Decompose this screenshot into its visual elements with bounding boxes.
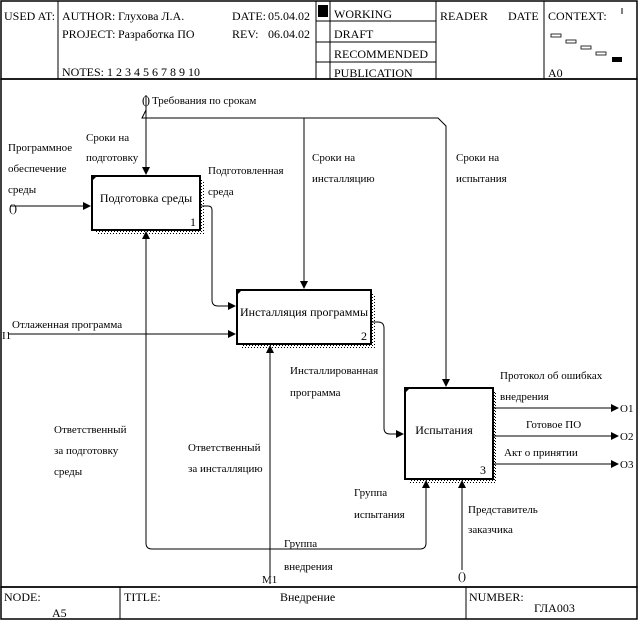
status-working: WORKING xyxy=(334,7,392,21)
label-installed-2: программа xyxy=(290,387,341,399)
icom-o1: O1 xyxy=(620,403,633,415)
box-2-title: Инсталляция программы xyxy=(240,305,368,319)
label-time-test-1: Сроки на xyxy=(456,152,499,164)
label-test-group-2: испытания xyxy=(354,509,405,521)
label-time-test-2: испытания xyxy=(456,173,507,185)
tunnel-icon: () xyxy=(458,569,466,583)
box-3-number: 3 xyxy=(480,463,486,477)
number-label: NUMBER: xyxy=(469,590,524,604)
box-3-title: Испытания xyxy=(415,423,473,437)
arrow-prepared-env xyxy=(200,205,236,310)
label-prepared-env-2: среда xyxy=(208,186,234,198)
author-label: AUTHOR: xyxy=(62,9,115,23)
label-protocol-1: Протокол об ошибках xyxy=(500,370,603,382)
box-1-title: Подготовка среды xyxy=(100,191,192,205)
project-label: PROJECT: xyxy=(62,27,115,41)
arrow-installed xyxy=(371,321,404,438)
reader-date-label: DATE xyxy=(508,9,539,23)
box-2[interactable]: Инсталляция программы 2 xyxy=(236,289,372,345)
label-customer-rep-1: Представитель xyxy=(468,504,538,516)
node-value: A5 xyxy=(52,606,67,620)
label-time-install-2: инсталляцию xyxy=(312,173,375,185)
context-node: A0 xyxy=(548,66,563,80)
diagram-title: Внедрение xyxy=(280,590,335,604)
label-prog-env-3: среды xyxy=(8,184,37,196)
box-2-number: 2 xyxy=(361,329,367,343)
icom-i1: I1 xyxy=(2,330,11,342)
notes: NOTES: 1 2 3 4 5 6 7 8 9 10 xyxy=(62,65,200,79)
context-label: CONTEXT: xyxy=(548,9,607,23)
header: USED AT: AUTHOR: Глухова Л.А. PROJECT: Р… xyxy=(0,0,638,80)
date-label: DATE: xyxy=(232,9,266,23)
label-resp-install-1: Ответственный xyxy=(188,442,261,454)
date-value: 05.04.02 xyxy=(268,9,310,23)
label-acceptance: Акт о принятии xyxy=(504,447,578,459)
label-time-install-1: Сроки на xyxy=(312,152,355,164)
label-resp-prep-2: за подготовку xyxy=(54,445,119,457)
status-draft: DRAFT xyxy=(334,27,374,41)
icom-o3: O3 xyxy=(620,459,634,471)
label-resp-prep-3: среды xyxy=(54,466,83,478)
label-ready-sw: Готовое ПО xyxy=(526,419,581,431)
footer: NODE: A5 TITLE: Внедрение NUMBER: ГЛА003 xyxy=(0,586,638,620)
icom-m1: M1 xyxy=(262,574,277,586)
label-req-time: Требования по срокам xyxy=(152,95,256,107)
rev-label: REV: xyxy=(232,27,258,41)
label-resp-prep-1: Ответственный xyxy=(54,424,127,436)
label-resp-install-2: за инсталляцию xyxy=(188,463,263,475)
arrow-resp-prep xyxy=(142,231,270,550)
context-thumbnail-icon xyxy=(550,33,622,62)
arrow-test-group xyxy=(270,480,430,550)
number-value: ГЛА003 xyxy=(534,601,575,615)
reader-label: READER xyxy=(440,9,488,23)
label-debugged: Отлаженная программа xyxy=(12,319,122,331)
label-time-prep-2: подготовку xyxy=(86,152,139,164)
used-at-label: USED AT: xyxy=(4,9,55,23)
label-time-prep-1: Сроки на xyxy=(86,132,129,144)
author-value: Глухова Л.А. xyxy=(118,9,184,23)
node-label: NODE: xyxy=(4,590,41,604)
icom-o2: O2 xyxy=(620,431,633,443)
box-3[interactable]: Испытания 3 xyxy=(404,387,494,480)
box-1[interactable]: Подготовка среды 1 xyxy=(91,175,201,231)
label-prog-env-1: Программное xyxy=(8,142,72,154)
label-test-group-1: Группа xyxy=(354,487,387,499)
rev-value: 06.04.02 xyxy=(268,27,310,41)
project-value: Разработка ПО xyxy=(118,27,195,41)
status-recommended: RECOMMENDED xyxy=(334,47,428,61)
box-1-number: 1 xyxy=(190,215,196,229)
label-impl-group-1: Группа xyxy=(284,538,317,550)
label-impl-group-2: внедрения xyxy=(284,561,333,573)
label-prepared-env-1: Подготовленная xyxy=(208,165,284,177)
label-protocol-2: внедрения xyxy=(500,391,549,403)
tunnel-icon: () xyxy=(9,201,17,215)
label-installed-1: Инсталлированная xyxy=(290,365,378,377)
arrow-req-time xyxy=(141,95,450,387)
tunnel-icon: () xyxy=(142,93,150,107)
label-prog-env-2: обеспечение xyxy=(8,163,67,175)
status-publication: PUBLICATION xyxy=(334,66,413,80)
title-label: TITLE: xyxy=(124,590,161,604)
label-customer-rep-2: заказчика xyxy=(468,524,513,536)
